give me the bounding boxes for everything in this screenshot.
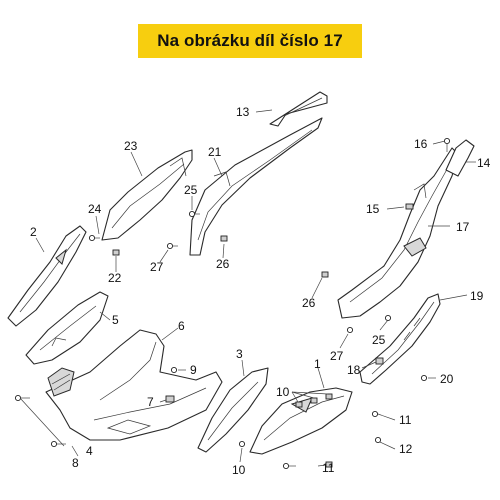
- callout-25-right: 25: [372, 333, 386, 347]
- screw-11-b: [282, 462, 296, 470]
- screw-16: [443, 137, 451, 152]
- callout-10-lower: 10: [232, 463, 246, 477]
- callout-11-lower: 11: [322, 461, 335, 475]
- part-14-trim: [445, 139, 475, 177]
- callout-15: 15: [366, 202, 380, 216]
- part-3-panel: [197, 367, 269, 453]
- callout-2: 2: [30, 225, 37, 239]
- callout-23: 23: [124, 139, 138, 153]
- callout-24: 24: [88, 202, 102, 216]
- callout-8: 8: [72, 456, 79, 470]
- clip-10-b: [310, 397, 318, 404]
- callout-5: 5: [112, 313, 119, 327]
- clip-22: [112, 249, 120, 256]
- part-2-slot: [55, 248, 67, 265]
- screw-12: [374, 436, 382, 444]
- callout-26-right: 26: [302, 296, 316, 310]
- callout-21: 21: [208, 145, 222, 159]
- callout-7: 7: [147, 395, 154, 409]
- callout-17: 17: [456, 220, 470, 234]
- clip-18: [375, 357, 384, 365]
- callout-25-upper: 25: [184, 183, 198, 197]
- banner-text: Na obrázku díl číslo 17: [157, 31, 343, 50]
- part-21-panel: [189, 117, 323, 256]
- callout-10-upper: 10: [276, 385, 290, 399]
- screw-20: [420, 374, 428, 382]
- part-1-panel: [249, 387, 353, 455]
- part-17-panel-opening: [403, 237, 427, 257]
- clip-15: [405, 203, 414, 210]
- screw-25-upper: [188, 210, 200, 218]
- screw-4-a: [14, 394, 30, 402]
- callout-12: 12: [399, 442, 413, 456]
- callout-22: 22: [108, 271, 122, 285]
- part-6-floor-frame: [45, 329, 223, 441]
- callout-1: 1: [314, 357, 321, 371]
- screw-27-left: [166, 242, 178, 250]
- clip-11-side: [325, 461, 333, 468]
- callout-20: 20: [440, 372, 454, 386]
- clip-7: [165, 395, 175, 403]
- callout-14: 14: [477, 156, 491, 170]
- callout-18: 18: [347, 363, 361, 377]
- clip-10-c: [325, 393, 333, 400]
- part-number-banner: Na obrázku díl číslo 17: [138, 24, 362, 58]
- clip-26-left: [220, 235, 228, 242]
- callout-26-left: 26: [216, 257, 230, 271]
- leader-lines: [19, 109, 476, 467]
- screw-27-right: [346, 326, 354, 334]
- screw-4-b: [50, 440, 66, 448]
- callout-4: 4: [86, 444, 93, 458]
- callout-13: 13: [236, 105, 250, 119]
- screw-11-a: [371, 410, 379, 418]
- screw-10-lower: [238, 440, 246, 448]
- callout-6: 6: [178, 319, 185, 333]
- screw-9: [170, 366, 178, 374]
- callout-16: 16: [414, 137, 428, 151]
- callout-3: 3: [236, 347, 243, 361]
- callout-27-right: 27: [330, 349, 344, 363]
- screw-24: [88, 234, 100, 242]
- callout-9: 9: [190, 363, 197, 377]
- callout-11-upper: 11: [399, 413, 412, 427]
- callout-19: 19: [470, 289, 484, 303]
- clip-10-a: [295, 401, 303, 408]
- part-23-panel: [101, 149, 193, 241]
- clip-26-right: [321, 271, 329, 278]
- screw-25-right: [384, 314, 392, 322]
- part-17-side-cover: [337, 147, 459, 319]
- callout-27-left: 27: [150, 260, 164, 274]
